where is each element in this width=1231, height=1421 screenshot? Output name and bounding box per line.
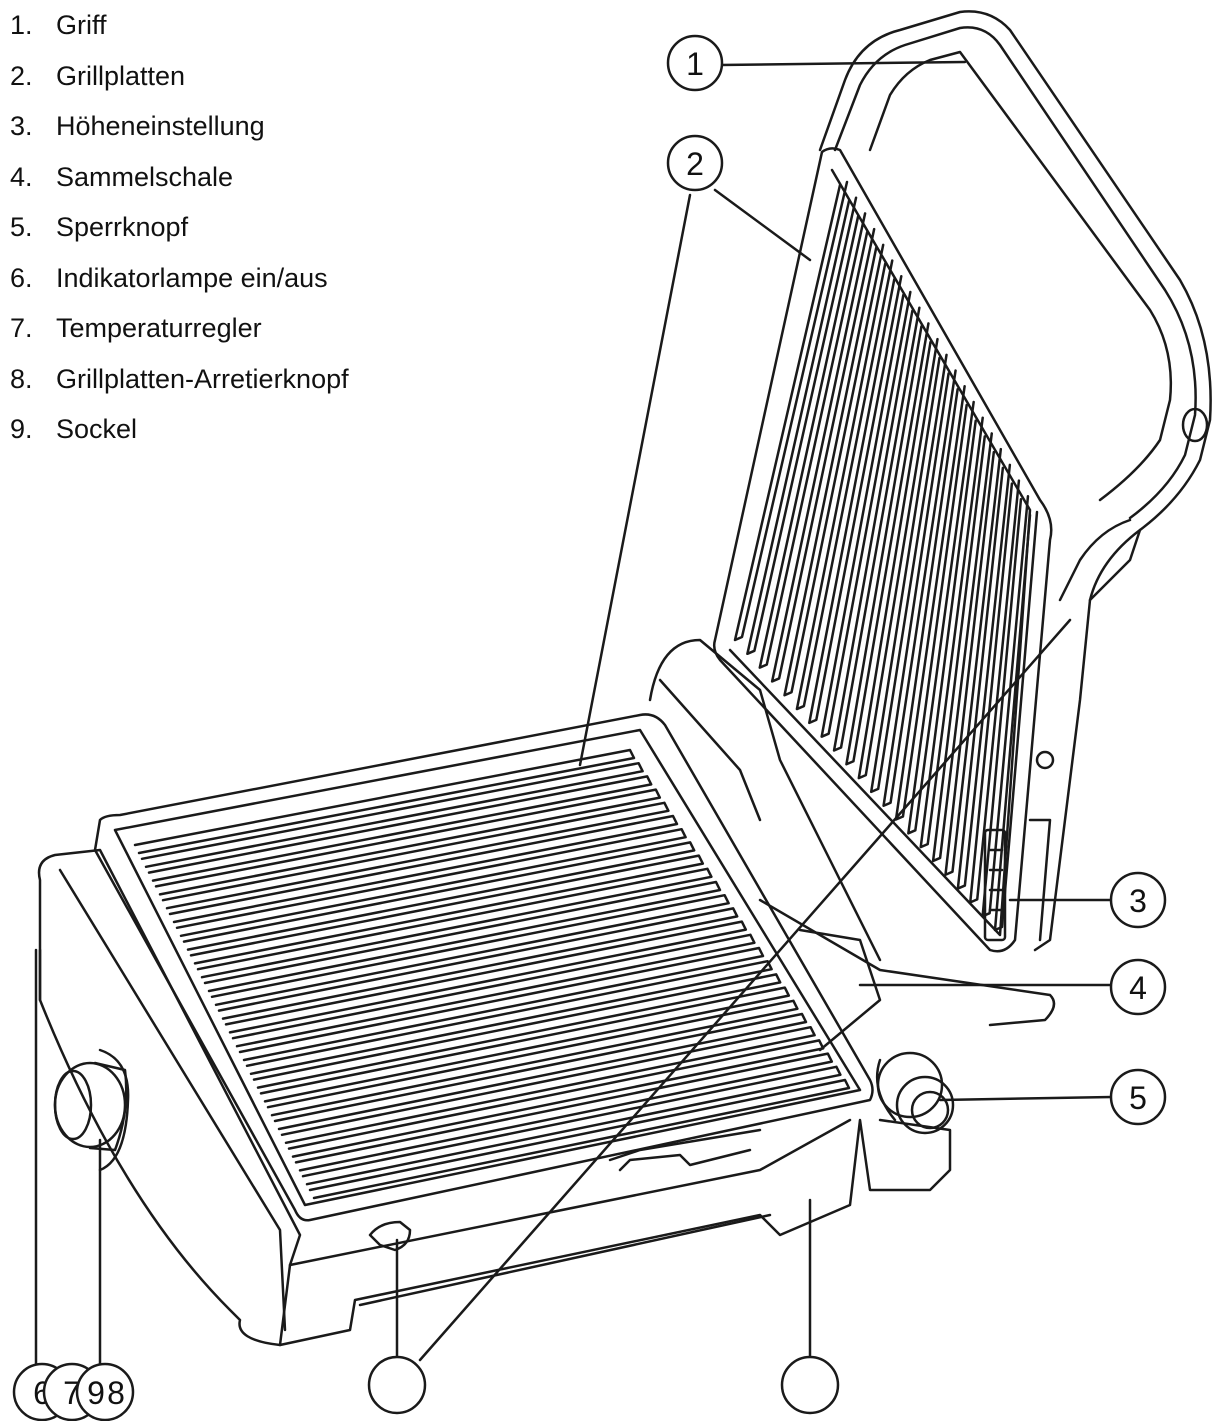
callout-3: 3 [1109,871,1167,929]
legend-item-number: 4. [10,161,33,192]
callout-3-label: 3 [1129,883,1147,919]
lower-grill-ribs [133,748,851,1200]
temperature-knob [53,1048,130,1172]
callout-98: 9 8 [75,1362,135,1421]
legend-item-number: 7. [10,313,33,343]
legend-item-number: 2. [10,60,33,91]
legend-item: 8. Grillplatten-Arretierknopf [10,354,349,405]
legend-item: 1. Griff [10,0,349,51]
legend-item-label: Höheneinstellung [56,111,265,141]
grill-base [37,638,1056,1347]
legend-item-number: 8. [10,363,33,394]
height-adjustment [983,828,1007,942]
legend-item-number: 3. [10,111,33,141]
callout-5-label: 5 [1129,1080,1147,1116]
leader-lines [34,60,1114,1377]
legend-item: 9. Sockel [10,404,349,455]
legend-item: 7. Temperaturregler [10,303,349,354]
legend-item-label: Indikatorlampe ein/aus [56,262,328,293]
legend-item-label: Temperaturregler [56,313,262,343]
callout-9-label: 9 [87,1375,105,1411]
legend-item-number: 1. [10,10,33,40]
callout-2-label: 2 [686,146,704,182]
legend-item-label: Sockel [56,414,138,444]
legend-item-label: Sammelschale [56,161,234,192]
locking-knob [875,1051,955,1135]
legend-item: 6. Indikatorlampe ein/aus [10,253,349,304]
legend-item-label: Grillplatten [56,60,186,91]
callout-bottom-a [367,1355,427,1415]
callout-2: 2 [666,134,724,192]
callout-5: 5 [1109,1068,1167,1126]
callout-bottom-b [780,1355,840,1415]
callout-4: 4 [1109,958,1167,1016]
legend-item: 4. Sammelschale [10,152,349,203]
legend-item: 5. Sperrknopf [10,202,349,253]
legend-item-number: 9. [10,414,33,444]
legend-item-number: 5. [10,212,33,242]
legend-item: 2. Grillplatten [10,51,349,102]
parts-legend: 1. Griff 2. Grillplatten 3. Höheneinstellung 4… [10,0,349,455]
legend-item-label: Griff [56,10,107,40]
legend-item-label: Sperrknopf [56,212,189,242]
upper-grill-plate [712,147,1053,953]
legend-item-number: 6. [10,262,33,293]
upper-lid [818,10,1212,952]
callout-7-label: 7 [63,1375,81,1411]
callout-1-label: 1 [686,46,704,82]
legend-item-label: Grillplatten-Arretierknopf [56,363,349,394]
callout-8-label: 8 [107,1375,125,1411]
callout-4-label: 4 [1129,970,1147,1006]
callout-1: 1 [666,34,724,92]
legend-item: 3. Höheneinstellung [10,101,349,152]
